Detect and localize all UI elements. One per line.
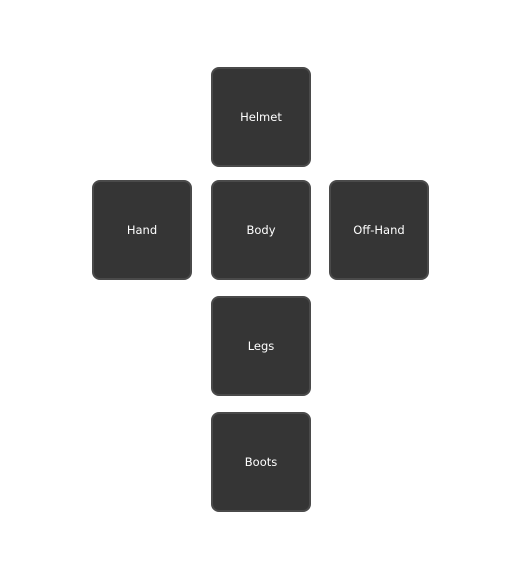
legs-slot-label: Legs — [247, 339, 275, 353]
hand-slot-label: Hand — [126, 223, 158, 237]
boots-slot[interactable]: Boots — [211, 412, 311, 512]
body-slot-label: Body — [246, 223, 276, 237]
body-slot[interactable]: Body — [211, 180, 311, 280]
hand-slot[interactable]: Hand — [92, 180, 192, 280]
off-hand-slot[interactable]: Off-Hand — [329, 180, 429, 280]
legs-slot[interactable]: Legs — [211, 296, 311, 396]
off-hand-slot-label: Off-Hand — [353, 223, 405, 237]
helmet-slot[interactable]: Helmet — [211, 67, 311, 167]
helmet-slot-label: Helmet — [240, 110, 282, 124]
boots-slot-label: Boots — [244, 455, 278, 469]
